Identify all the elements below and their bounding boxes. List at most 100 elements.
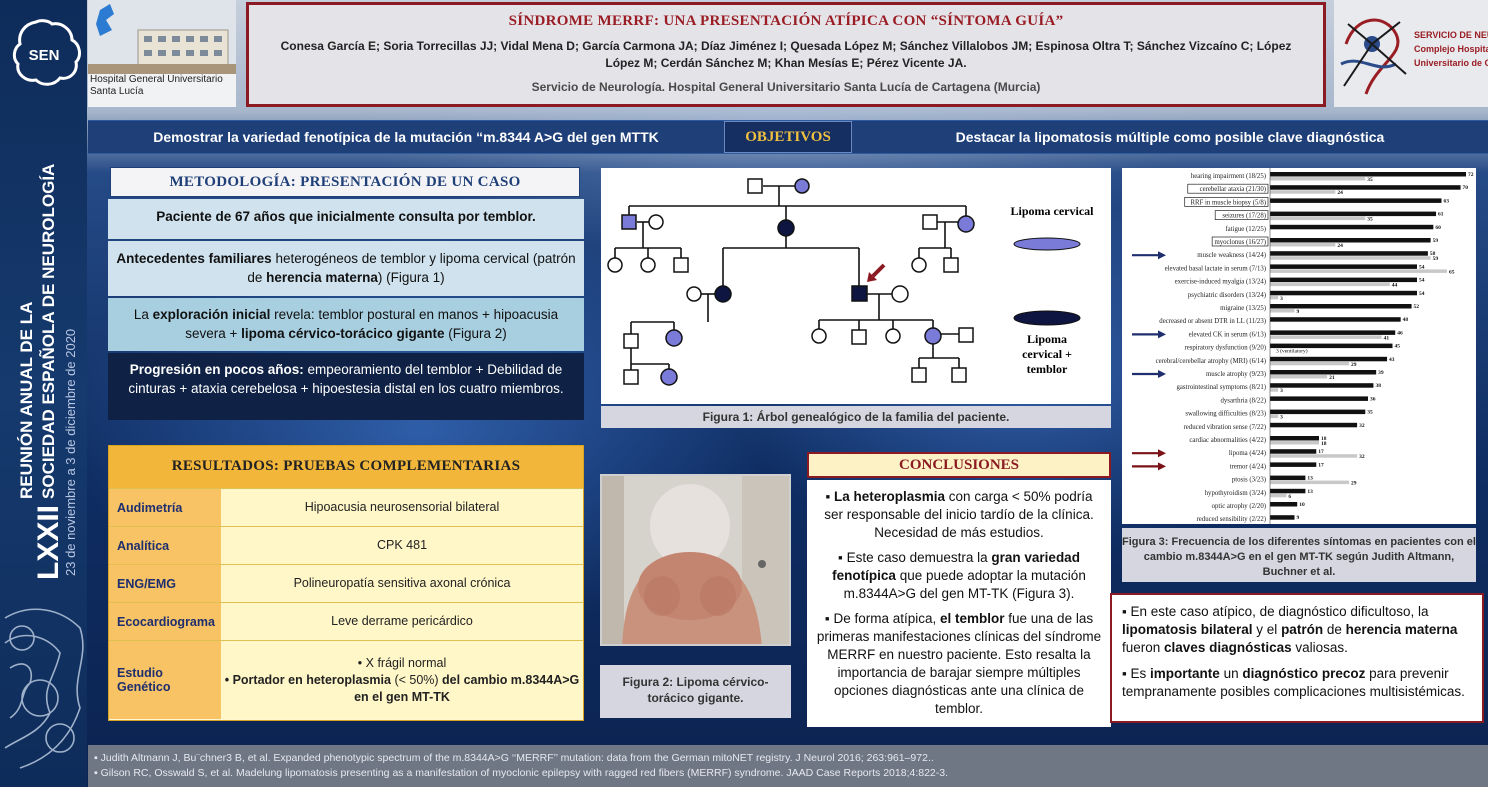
bar-series-1 xyxy=(1270,370,1377,375)
bar-series-1 xyxy=(1270,277,1417,283)
bar-series-1 xyxy=(1270,383,1374,388)
data-label: 13 xyxy=(1307,476,1313,482)
bar-series-1 xyxy=(1270,436,1319,441)
m3-t1: La xyxy=(133,307,153,322)
c3-b: el temblor xyxy=(940,611,1005,626)
data-label: 17 xyxy=(1318,462,1324,468)
conclusion-1: ▪ La heteroplasmia con carga < 50% podrí… xyxy=(815,488,1103,542)
data-label: 52 xyxy=(1414,304,1420,310)
sen-logo: SEN xyxy=(12,19,81,86)
service-line-3: Universitario de Cartagena xyxy=(1414,58,1488,68)
hospital-logo: Hospital General Universitario Santa Luc… xyxy=(88,0,236,107)
g-b2: del cambio m.8344A>G en el gen MT-TK xyxy=(354,672,580,704)
service-line-1: SERVICIO DE NEUROLOGÍA xyxy=(1414,30,1488,40)
hospital-name-1: Hospital General Universitario xyxy=(90,74,223,85)
bar-series-1 xyxy=(1270,185,1461,190)
bar-series-1 xyxy=(1270,251,1428,256)
c5-b1: importante xyxy=(1150,666,1220,681)
bar-series-1 xyxy=(1270,409,1366,415)
congress-number: LXXII xyxy=(32,504,65,580)
objective-right: Destacar la lipomatosis múltiple como po… xyxy=(955,129,1385,145)
results-key: Ecocardiograma xyxy=(109,603,221,640)
tick-label: reduced sensibility (2/22) xyxy=(1197,516,1266,523)
bar-series-1 xyxy=(1270,356,1388,362)
results-value: Leve derrame pericárdico xyxy=(221,603,583,640)
bar-series-1 xyxy=(1270,462,1317,467)
data-label: 3 xyxy=(1280,388,1283,394)
results-value: Hipoacusia neurosensorial bilateral xyxy=(221,489,583,526)
label-box xyxy=(1214,210,1269,220)
m3-b2: lipoma cérvico-torácico gigante xyxy=(241,326,445,341)
tick-label: cerebellar ataxia (21/30) xyxy=(1200,186,1266,193)
conclusion-2: ▪ Este caso demuestra la gran variedad f… xyxy=(815,549,1103,603)
data-label: 39 xyxy=(1378,370,1384,376)
data-label: 46 xyxy=(1397,330,1403,336)
methods-row-1: Paciente de 67 años que inicialmente con… xyxy=(108,199,584,239)
data-label: 48 xyxy=(1403,317,1409,323)
data-label: 35 xyxy=(1367,410,1373,416)
bar-series-2 xyxy=(1270,493,1287,498)
m3-t3: (Figura 2) xyxy=(444,326,507,341)
methods-r1-text: Paciente de 67 años que inicialmente con… xyxy=(156,209,536,224)
results-title: RESULTADOS: PRUEBAS COMPLEMENTARIAS xyxy=(109,446,583,488)
bar-series-1 xyxy=(1270,422,1358,428)
tick-label: swallowing difficulties (8/23) xyxy=(1185,411,1266,418)
bar-series-1 xyxy=(1270,502,1298,507)
methods-row-3: La exploración inicial revela: temblor p… xyxy=(108,298,584,351)
tick-label: lipoma (4/24) xyxy=(1229,450,1266,457)
data-label: 54 xyxy=(1419,264,1425,270)
tick-label: dysarthria (8/22) xyxy=(1221,397,1267,404)
bar-series-2 xyxy=(1270,243,1336,247)
bar-series-2 xyxy=(1270,441,1319,445)
references: ▪ Judith Altmann J, Bu¨chner3 B, et al. … xyxy=(88,745,1488,787)
bar-series-2 xyxy=(1270,375,1328,379)
tick-label: psychiatric disorders (13/24) xyxy=(1188,292,1266,299)
data-label: 54 xyxy=(1419,291,1425,297)
data-label: 32 xyxy=(1359,454,1365,460)
genetic-line-1: • X frágil normal xyxy=(357,655,447,670)
legend-lipoma-tremor: Lipoma cervical + temblor xyxy=(1022,332,1072,376)
bar-series-2 xyxy=(1270,414,1279,419)
bar-series-1 xyxy=(1270,343,1393,349)
data-label: 59 xyxy=(1433,256,1439,262)
bar-series-2 xyxy=(1270,309,1295,313)
tick-label: exercise-induced myalgia (13/24) xyxy=(1175,279,1266,286)
bar-series-1 xyxy=(1270,198,1442,203)
c4-t3: de xyxy=(1323,622,1346,637)
c1-t: con carga < 50% podría ser responsable d… xyxy=(824,489,1094,540)
data-label: 29 xyxy=(1351,481,1357,487)
data-label: 45 xyxy=(1395,344,1401,350)
data-label: 9 xyxy=(1297,515,1300,521)
c2-b: gran variedad fenotípica xyxy=(832,550,1080,583)
bar-series-1 xyxy=(1270,475,1306,481)
tick-label: elevated basal lactate in serum (7/13) xyxy=(1165,265,1266,272)
data-label: 35 xyxy=(1367,217,1373,223)
bar-series-1 xyxy=(1270,396,1368,401)
data-label: 59 xyxy=(1433,238,1439,244)
figure1-caption: Figura 1: Árbol genealógico de la famili… xyxy=(601,406,1111,428)
bar-series-1 xyxy=(1270,304,1412,309)
data-label: 72 xyxy=(1468,172,1474,178)
legend-lipoma: Lipoma cervical xyxy=(1010,204,1094,218)
methods-row-2: Antecedentes familiares heterogéneos de … xyxy=(108,241,584,296)
service-line-2: Complejo Hospitalario xyxy=(1414,44,1488,54)
m3-b1: exploración inicial xyxy=(152,307,271,322)
c4-t2: y el xyxy=(1252,622,1282,637)
results-row-genetic: Estudio Genético • X frágil normal • Por… xyxy=(109,640,583,719)
neuron-icon xyxy=(1340,18,1407,95)
bar-series-2 xyxy=(1270,335,1382,339)
c4-b4: claves diagnósticas xyxy=(1164,640,1292,655)
tick-label: tremor (4/24) xyxy=(1230,463,1266,470)
tick-label: muscle weakness (14/24) xyxy=(1197,252,1266,259)
congress-line1: REUNIÓN ANUAL DE LA xyxy=(17,301,36,499)
m3-t2: revela: temblor postural en manos + hipo… xyxy=(185,307,559,341)
bar-series-2 xyxy=(1270,454,1358,458)
data-label: 54 xyxy=(1419,278,1425,284)
c5-t2: un xyxy=(1219,666,1243,681)
data-label: 61 xyxy=(1438,212,1444,218)
bar-series-2 xyxy=(1270,282,1390,287)
c1-b: ▪ La heteroplasmia xyxy=(825,489,946,504)
bar-series-1 xyxy=(1270,488,1306,494)
data-label: 63 xyxy=(1444,198,1450,204)
